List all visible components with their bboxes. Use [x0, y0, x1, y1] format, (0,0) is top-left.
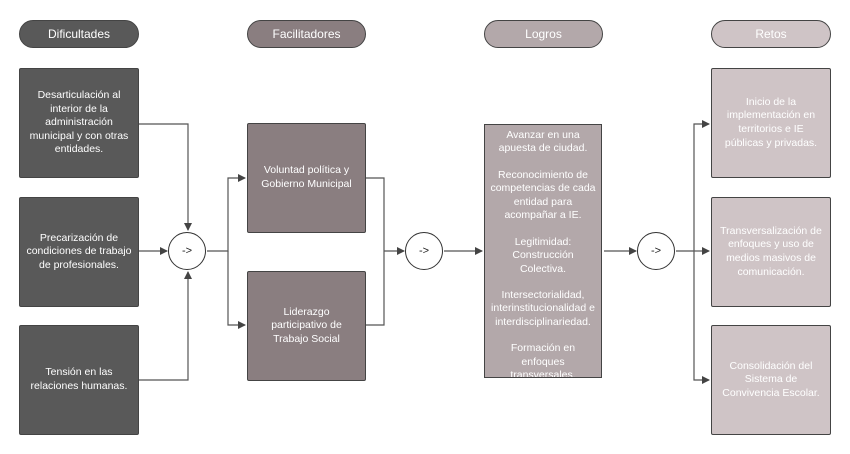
- dificultad-box-2: Precarización de condiciones de trabajo …: [19, 197, 139, 307]
- line-dif3-c1: [139, 271, 192, 381]
- reto-text-2: Transversalización de enfoques y uso de …: [720, 224, 822, 278]
- dificultad-text-2: Precarización de condiciones de trabajo …: [26, 231, 132, 271]
- facilitador-box-2: Liderazgo participativo de Trabajo Socia…: [247, 271, 366, 381]
- reto-box-3: Consolidación del Sistema de Convivencia…: [711, 325, 831, 435]
- reto-box-2: Transversalización de enfoques y uso de …: [711, 197, 831, 307]
- header-logros: Logros: [484, 20, 603, 48]
- facilitador-text-2: Liderazgo participativo de Trabajo Socia…: [271, 305, 342, 345]
- header-dificultades: Dificultades: [19, 20, 139, 48]
- logro-text-5: Formación en enfoques transversales.: [510, 342, 576, 378]
- connector-circle-1: ->: [168, 232, 206, 270]
- logro-text-3: Legitimidad: Construcción Colectiva.: [512, 235, 574, 275]
- line-c1-split-low: [227, 251, 246, 329]
- reto-text-1: Inicio de la implementación en territori…: [724, 95, 818, 149]
- header-retos: Retos: [711, 20, 831, 48]
- reto-box-1: Inicio de la implementación en territori…: [711, 68, 831, 178]
- dificultad-box-3: Tensión en las relaciones humanas.: [19, 325, 139, 435]
- facilitador-text-1: Voluntad política y Gobierno Municipal: [261, 164, 352, 190]
- dificultad-text-3: Tensión en las relaciones humanas.: [30, 366, 128, 392]
- line-fac2-c2: [366, 251, 385, 326]
- logros-box: Avanzar en una apuesta de ciudad. Recono…: [484, 124, 602, 378]
- dificultad-box-1: Desarticulación al interior de la admini…: [19, 68, 139, 178]
- connector-circle-3: ->: [637, 232, 675, 270]
- connector-circle-2: ->: [405, 232, 443, 270]
- logro-text-1: Avanzar en una apuesta de ciudad.: [498, 129, 588, 155]
- header-facilitadores: Facilitadores: [247, 20, 366, 48]
- logro-text-4: Intersectorialidad, interinstitucionalid…: [491, 288, 595, 328]
- facilitador-box-1: Voluntad política y Gobierno Municipal: [247, 123, 366, 233]
- logro-text-2: Reconocimiento de competencias de cada e…: [490, 168, 596, 222]
- dificultad-text-1: Desarticulación al interior de la admini…: [29, 88, 129, 156]
- line-dif1-c1: [139, 123, 192, 231]
- reto-text-3: Consolidación del Sistema de Convivencia…: [722, 359, 820, 399]
- line-c1-split: [207, 174, 246, 252]
- line-fac1-c2: [366, 177, 385, 251]
- line-c3-reto1: [693, 120, 710, 251]
- line-c3-reto3: [693, 251, 710, 384]
